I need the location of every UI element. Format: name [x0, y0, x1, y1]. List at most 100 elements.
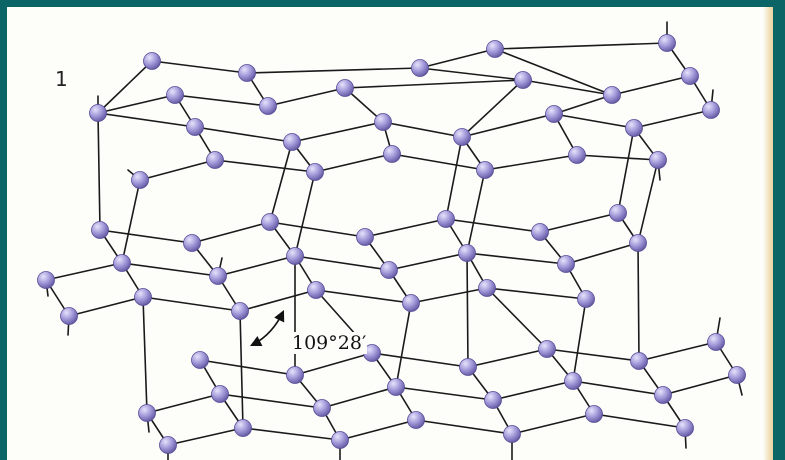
- atom: [238, 64, 256, 82]
- atom: [459, 358, 477, 376]
- bond-line: [174, 94, 269, 107]
- atom: [307, 281, 325, 299]
- bond-line: [315, 289, 412, 304]
- bond-line: [637, 159, 659, 244]
- bond-line: [466, 252, 567, 265]
- atom: [336, 79, 354, 97]
- bond-line: [484, 154, 578, 171]
- bond-line: [466, 169, 486, 254]
- bond-line: [391, 153, 486, 171]
- atom: [313, 399, 331, 417]
- bond-line: [662, 374, 738, 396]
- bond-line: [294, 255, 390, 271]
- atom: [585, 405, 603, 423]
- bond-line: [142, 296, 241, 312]
- bond-line: [364, 218, 447, 238]
- bond-line: [553, 94, 613, 115]
- atom: [503, 425, 521, 443]
- atom: [60, 307, 78, 325]
- atom: [728, 366, 746, 384]
- bond-line: [617, 127, 635, 214]
- bond-line: [511, 413, 595, 435]
- page-edge: [763, 7, 773, 460]
- atom: [484, 391, 502, 409]
- bond-line: [572, 298, 587, 382]
- atom: [159, 436, 177, 454]
- atom: [234, 419, 252, 437]
- atom: [681, 67, 699, 85]
- atom: [603, 86, 621, 104]
- bond-line: [199, 359, 296, 376]
- atom: [131, 171, 149, 189]
- bond-line: [382, 121, 463, 138]
- bond-line: [576, 154, 659, 161]
- bond-line: [445, 218, 541, 233]
- atom: [407, 411, 425, 429]
- atom: [577, 290, 595, 308]
- bond-line: [294, 171, 316, 257]
- bond-line: [572, 380, 664, 396]
- bond-line: [291, 121, 384, 143]
- bond-line: [219, 393, 323, 409]
- bond-line: [269, 141, 293, 223]
- bond-line: [522, 79, 613, 96]
- bond-line: [553, 113, 635, 129]
- bond-line: [151, 60, 248, 74]
- atom: [356, 228, 374, 246]
- atom: [143, 52, 161, 70]
- bond-line: [142, 296, 148, 414]
- atom: [545, 105, 563, 123]
- bond-line: [314, 153, 393, 173]
- atom: [437, 210, 455, 228]
- atom: [191, 351, 209, 369]
- bond-line: [467, 348, 548, 368]
- atom: [630, 352, 648, 370]
- bond-line: [146, 393, 221, 414]
- atom: [211, 385, 229, 403]
- atom: [259, 97, 277, 115]
- atom: [286, 247, 304, 265]
- bond-line: [167, 427, 244, 446]
- atom: [383, 145, 401, 163]
- bond-line: [637, 242, 640, 362]
- bond-line: [242, 427, 341, 441]
- bond-line: [415, 419, 513, 435]
- atom: [374, 113, 392, 131]
- bond-line: [633, 109, 712, 129]
- bond-line: [410, 287, 488, 304]
- bond-line: [97, 60, 153, 114]
- atom: [283, 133, 301, 151]
- bond-line: [214, 159, 316, 173]
- atom: [658, 34, 676, 52]
- bond-line: [494, 48, 613, 96]
- bond-line: [68, 296, 144, 317]
- bond-line: [97, 94, 176, 114]
- atom: [387, 378, 405, 396]
- atom: [331, 431, 349, 449]
- bond-line: [99, 229, 193, 244]
- bond-line: [321, 386, 397, 409]
- bond-line: [388, 252, 468, 271]
- atom: [306, 163, 324, 181]
- atom: [629, 234, 647, 252]
- bond-line: [194, 126, 293, 143]
- bond-line: [267, 87, 346, 107]
- bond-line: [239, 289, 317, 312]
- atom: [89, 104, 107, 122]
- atom: [458, 244, 476, 262]
- figure-number: 1: [55, 67, 68, 91]
- bond-line: [294, 352, 373, 376]
- bond-angle-label: 109°28′: [291, 332, 368, 354]
- bond-line: [419, 48, 496, 69]
- bond-line: [217, 255, 296, 277]
- atom: [138, 404, 156, 422]
- bond-line: [371, 352, 469, 368]
- atom: [186, 118, 204, 136]
- angle-arc-arrow: [249, 309, 285, 347]
- bond-line: [395, 386, 494, 401]
- atom: [231, 302, 249, 320]
- bond-line: [269, 221, 366, 238]
- bond-line: [461, 79, 524, 138]
- bond-line: [611, 75, 691, 96]
- atom: [402, 294, 420, 312]
